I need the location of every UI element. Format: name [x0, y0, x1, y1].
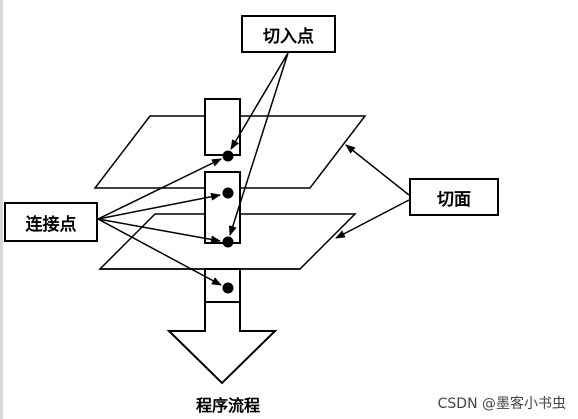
- program-flow-arrow: [166, 299, 278, 385]
- pointcut-arrow-2: [228, 52, 289, 236]
- aspect-label: 切面: [437, 189, 471, 210]
- joinpoint-label: 连接点: [25, 214, 77, 235]
- pointcut-label-box: 切入点: [241, 15, 336, 53]
- aspect-arrow-lower: [335, 199, 410, 239]
- join-point-dot-4: [222, 282, 234, 294]
- csdn-watermark: CSDN @墨客小书虫: [437, 396, 566, 412]
- aspect-label-box: 切面: [409, 178, 499, 216]
- joinpoint-arrow-1: [97, 158, 222, 220]
- program-flow-label: 程序流程: [196, 396, 261, 415]
- join-point-dot-2: [222, 187, 234, 199]
- flow-segment-bottom: [204, 268, 241, 303]
- joinpoint-label-box: 连接点: [4, 202, 98, 242]
- joinpoint-arrow-2: [97, 192, 221, 220]
- left-edge-strip: [0, 0, 3, 419]
- aspect-arrow-upper: [345, 144, 410, 196]
- pointcut-label: 切入点: [263, 26, 314, 47]
- join-point-dot-3: [222, 236, 234, 248]
- joinpoint-arrow-3: [97, 218, 221, 244]
- flow-segment-top: [204, 98, 241, 156]
- pointcut-arrow-1: [230, 52, 289, 150]
- joinpoint-arrow-4: [97, 218, 222, 286]
- flow-segment-middle: [204, 171, 241, 244]
- join-point-dot-1: [222, 150, 234, 162]
